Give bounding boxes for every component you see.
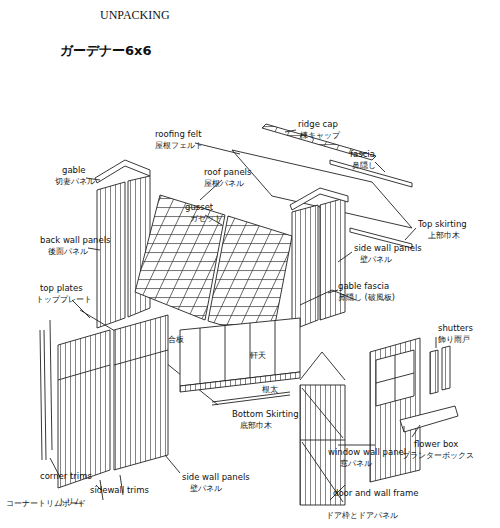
part-label: 屋根フェルト xyxy=(155,142,203,150)
part-label: side wall panels xyxy=(182,473,250,482)
part-label: トッププレート xyxy=(36,296,92,304)
part-label: 窓パネル xyxy=(340,460,372,468)
page-heading: UNPACKING xyxy=(100,8,170,23)
model-name: ガーデナー6x6 xyxy=(60,44,151,57)
part-label: 後面パネル xyxy=(48,248,88,256)
part-label: shutters xyxy=(438,324,473,333)
part-label: back wall panels xyxy=(40,236,111,245)
part-label: roof panels xyxy=(204,168,251,177)
part-label: gusset xyxy=(185,203,213,212)
part-label: Top skirting xyxy=(418,220,467,229)
part-label: 飾り雨戸 xyxy=(438,336,470,344)
part-label: トリム xyxy=(58,498,82,506)
part-label: fascia xyxy=(350,150,375,159)
part-label: ドア枠とドアパネル xyxy=(326,512,398,520)
part-label: ガセット xyxy=(190,215,222,223)
part-label: sidewall trims xyxy=(90,486,149,495)
part-label: 鼻隠し xyxy=(352,162,376,170)
part-label: 合板 xyxy=(168,336,184,344)
part-label: 鼻隠し (破風板) xyxy=(338,294,395,302)
part-label: 棟キャップ xyxy=(300,132,340,140)
part-label: 底部巾木 xyxy=(240,422,272,430)
part-label: door and wall frame xyxy=(333,489,418,498)
part-label: 壁パネル xyxy=(360,256,392,264)
part-label: roofing felt xyxy=(155,130,201,139)
part-label: プランターボックス xyxy=(402,452,474,460)
part-label: 屋根パネル xyxy=(204,180,244,188)
part-label: 根太 xyxy=(262,386,278,394)
part-label: ridge cap xyxy=(298,120,338,129)
part-label: 壁パネル xyxy=(190,485,222,493)
part-label: Bottom Skirting xyxy=(232,410,299,419)
part-label: top plates xyxy=(40,284,83,293)
part-label: 切妻パネル xyxy=(55,178,95,186)
part-label: 軒天 xyxy=(250,352,266,360)
part-label: gable fascia xyxy=(338,282,389,291)
part-label: 上部巾木 xyxy=(428,232,460,240)
part-label: corner trims xyxy=(40,472,92,481)
part-label: gable xyxy=(62,166,86,175)
part-label: window wall panel xyxy=(328,448,406,457)
part-label: side wall panels xyxy=(354,244,422,253)
part-label: flower box xyxy=(414,440,458,449)
